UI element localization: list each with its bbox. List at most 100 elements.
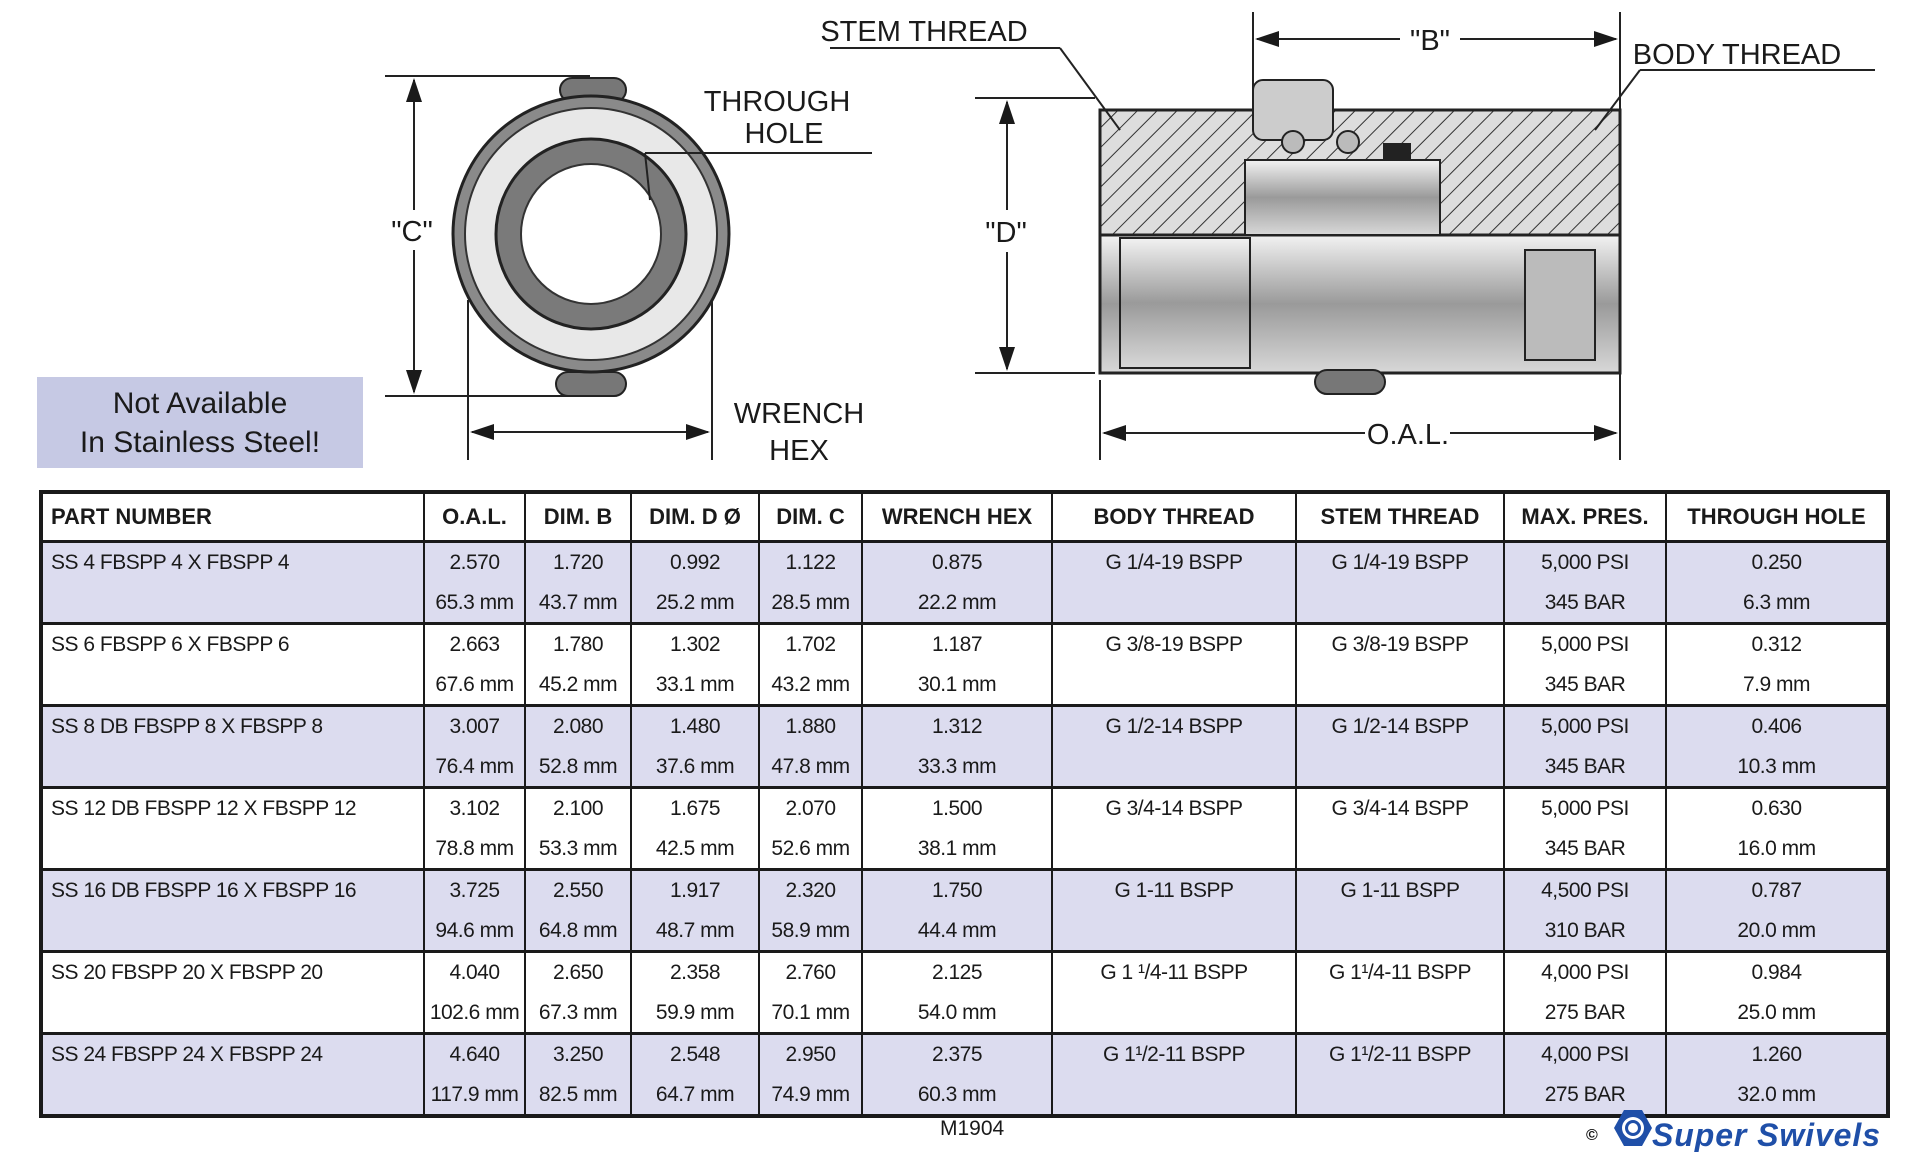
value-inch: 4.640 [449,1043,500,1066]
value: G 1¹/2-11 BSPP [1102,1043,1246,1066]
value-metric: 38.1 mm [917,837,997,860]
cell-part: SS 8 DB FBSPP 8 X FBSPP 8 [40,704,425,789]
value: SS 20 FBSPP 20 X FBSPP 20 [51,961,323,984]
value-metric: 45.2 mm [538,673,618,696]
column-header: DIM. D Ø [630,491,760,543]
value: G 3/8-19 BSPP [1105,633,1243,656]
through-hole-label: THROUGH [704,86,851,118]
value-metric: 43.7 mm [538,591,618,614]
value-inch: 0.992 [669,551,721,574]
value-metric: 20.0 mm [1737,919,1816,942]
value: G 1/4-19 BSPP [1331,551,1469,574]
copyright-symbol: © [1586,1127,1598,1144]
value: SS 24 FBSPP 24 X FBSPP 24 [51,1043,323,1066]
drawing-code: M1904 [940,1117,1005,1140]
column-header: DIM. B [524,491,632,543]
end-view: "C" THROUGH HOLE WRENCH HEX [385,75,872,467]
column-header: WRENCH HEX [861,491,1053,543]
body-thread-label: BODY THREAD [1633,39,1841,71]
cell-body: G 1 ¹/4-11 BSPP [1051,950,1297,1035]
value-metric: 67.6 mm [435,673,514,696]
cell-part: SS 4 FBSPP 4 X FBSPP 4 [40,540,425,625]
cell-stem: G 3/4-14 BSPP [1295,786,1505,871]
value-metric: 37.6 mm [655,755,735,778]
value-inch: 2.100 [552,797,604,820]
value-metric: 47.8 mm [771,755,850,778]
value-inch: 0.984 [1751,961,1802,984]
cell-hole: 0.787 20.0 mm [1665,868,1889,953]
value-metric: 345 BAR [1544,673,1626,696]
cell-part: SS 20 FBSPP 20 X FBSPP 20 [40,950,425,1035]
cell-body: G 3/8-19 BSPP [1051,622,1297,707]
value-inch: 1.675 [669,797,721,820]
value-metric: 76.4 mm [435,755,514,778]
super-swivels-logo: © Super Swivels [1586,1110,1880,1152]
cell-stem: G 1/4-19 BSPP [1295,540,1505,625]
value-metric: 310 BAR [1544,919,1626,942]
value-inch: 1.260 [1751,1043,1802,1066]
value-inch: 0.787 [1751,879,1802,902]
value-metric: 65.3 mm [435,591,514,614]
value-inch: 2.358 [669,961,721,984]
value: G 3/8-19 BSPP [1331,633,1469,656]
value-inch: 0.630 [1751,797,1802,820]
column-header: PART NUMBER [40,491,425,543]
value-inch: 1.750 [931,879,983,902]
value-inch: 0.875 [931,551,983,574]
value-metric: 43.2 mm [771,673,850,696]
value-metric: 6.3 mm [1742,591,1811,614]
value-inch: 2.570 [449,551,500,574]
value-metric: 16.0 mm [1737,837,1816,860]
value-inch: 2.080 [552,715,604,738]
column-header: STEM THREAD [1295,491,1505,543]
column-header: O.A.L. [423,491,526,543]
value-inch: 2.548 [669,1043,721,1066]
cell-part: SS 12 DB FBSPP 12 X FBSPP 12 [40,786,425,871]
value-metric: 345 BAR [1544,755,1626,778]
through-hole-label-2: HOLE [745,118,824,150]
value-metric: 28.5 mm [771,591,850,614]
value: G 3/4-14 BSPP [1105,797,1243,820]
cell-body: G 1¹/2-11 BSPP [1051,1032,1297,1117]
value-inch: 2.663 [449,633,500,656]
value-inch: 1.720 [552,551,604,574]
column-header: THROUGH HOLE [1665,491,1889,543]
logo-text: Super Swivels [1652,1117,1880,1152]
value-inch: 4,000 PSI [1541,961,1629,984]
availability-notice: Not Available In Stainless Steel! [37,377,363,468]
cell-b: 1.720 43.7 mm [524,540,632,625]
value-inch: 1.500 [931,797,983,820]
cell-body: G 3/4-14 BSPP [1051,786,1297,871]
value-inch: 5,000 PSI [1541,797,1629,820]
value-metric: 64.8 mm [538,919,618,942]
value-metric: 33.1 mm [655,673,735,696]
value-inch: 1.480 [669,715,721,738]
notice-line-2: In Stainless Steel! [79,425,321,459]
value-metric: 60.3 mm [917,1083,997,1106]
value: G 1 ¹/4-11 BSPP [1100,961,1248,984]
value: SS 4 FBSPP 4 X FBSPP 4 [51,551,290,574]
column-header: BODY THREAD [1051,491,1297,543]
value-metric: 74.9 mm [771,1083,850,1106]
